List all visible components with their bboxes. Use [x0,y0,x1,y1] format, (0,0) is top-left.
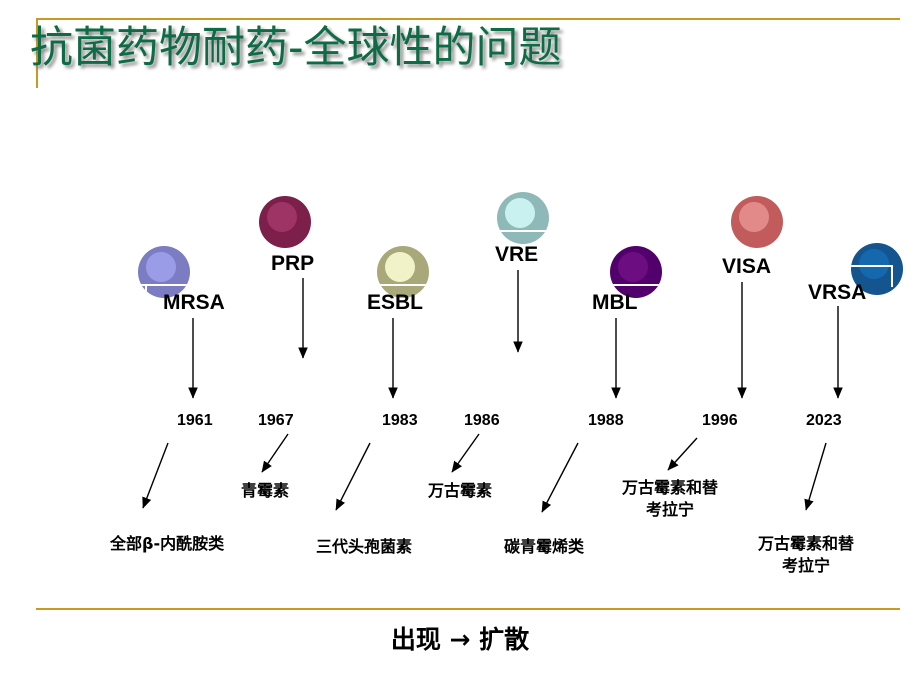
footer-top-rule [36,608,900,610]
sphere-notch-horizontal [851,265,893,267]
pathogen-label-vre: VRE [495,243,539,266]
drug-label-visa: 万古霉素和替 考拉宁 [621,478,718,519]
pathogen-sphere-vrsa [851,243,903,295]
pathogen-label-mrsa: MRSA [163,291,225,314]
pathogen-sphere-mbl [610,246,662,298]
page-title: 抗菌药物耐药-全球性的问题 [30,23,562,73]
sphere-highlight [618,252,648,282]
year-label-1983: 1983 [382,412,418,429]
arrow-1988-to-drug [541,442,579,513]
pathogen-label-prp: PRP [271,252,315,275]
pathogen-sphere-prp [259,196,311,248]
arrow-1996-to-drug [667,437,698,471]
arrow-1983-to-drug [335,442,371,511]
pathogen-label-visa: VISA [722,255,772,278]
year-label-1961: 1961 [177,412,213,429]
sphere-highlight [267,202,297,232]
title-top-rule [36,18,900,20]
sphere-highlight [385,252,415,282]
year-label-1988: 1988 [588,412,624,429]
year-label-1996: 1996 [702,412,738,429]
year-label-1967: 1967 [258,412,294,429]
sphere-highlight [146,252,176,282]
footer-caption: 出现 → 扩散 [390,625,530,654]
sphere-notch-horizontal [499,230,547,232]
pathogen-sphere-visa [731,196,783,248]
sphere-notch-vertical [145,284,147,298]
arrow-1961-to-drug [142,442,169,509]
sphere-highlight [505,198,535,228]
drug-label-vrsa: 万古霉素和替 考拉宁 [757,534,854,575]
arrow-2023-to-drug [804,442,827,511]
arrow-group-acronym-to-year [188,270,843,399]
year-label-2023: 2023 [806,412,842,429]
pathogen-sphere-vre [497,192,549,244]
sphere-notch-horizontal [140,284,188,286]
drug-label-prp: 青霉素 [240,481,289,500]
sphere-notch-horizontal [379,284,427,286]
arrow-1967-to-drug [261,433,289,473]
pathogen-sphere-esbl [377,246,429,298]
drug-label-mrsa: 全部β-内酰胺类 [110,534,225,553]
pathogen-label-esbl: ESBL [367,291,424,314]
drug-label-mbl: 碳青霉烯类 [503,537,584,556]
pathogen-label-mbl: MBL [592,291,638,314]
title-left-rule [36,18,38,88]
arrow-1986-to-drug [451,433,480,473]
pathogen-sphere-mrsa [138,246,190,298]
year-label-1986: 1986 [464,412,500,429]
sphere-notch-vertical [891,265,893,287]
sphere-highlight [739,202,769,232]
drug-label-esbl: 三代头孢菌素 [315,537,412,556]
sphere-highlight [859,249,889,279]
pathogen-label-vrsa: VRSA [808,281,867,304]
sphere-notch-horizontal [612,284,660,286]
drug-label-vre: 万古霉素 [427,481,492,500]
